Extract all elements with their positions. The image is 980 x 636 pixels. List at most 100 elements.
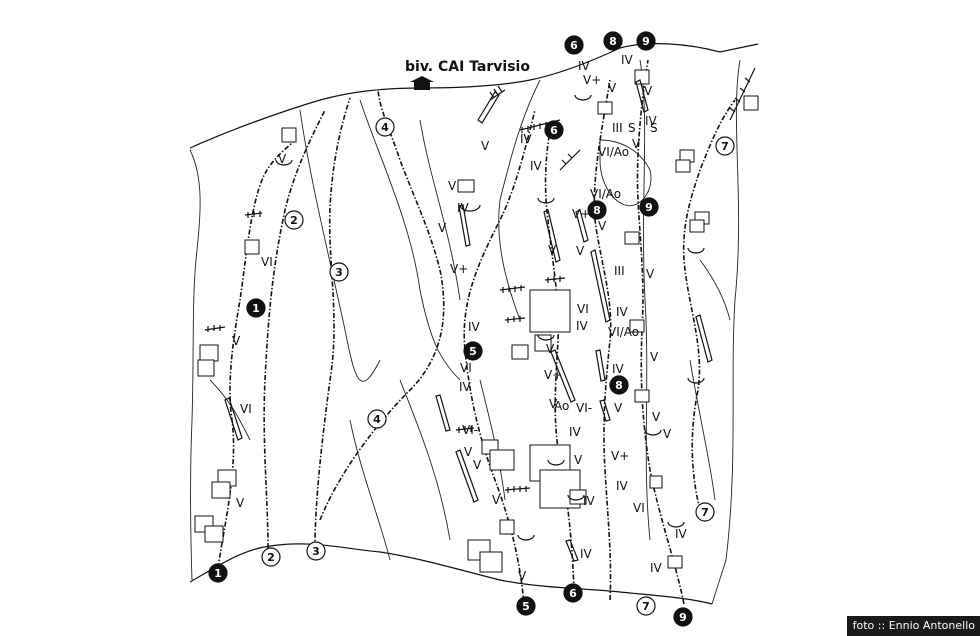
grade-label: VI- [576, 401, 592, 415]
grade-label: VI- [462, 423, 478, 437]
hut-arrow-icon [410, 76, 434, 90]
route-marker-circle [603, 31, 623, 51]
route-marker-circle [636, 596, 656, 616]
grade-label: V [448, 179, 457, 193]
route-marker-number: 9 [679, 611, 687, 624]
route-marker-number: 1 [214, 567, 222, 580]
route-marker-number: 4 [373, 413, 381, 426]
grade-label: IV [675, 527, 688, 541]
grade-label: IV [520, 132, 533, 146]
grade-label: V [644, 84, 653, 98]
route-marker-number: 5 [522, 600, 530, 613]
route-marker-circle [367, 409, 387, 429]
grade-label: IV [645, 114, 658, 128]
grade-label: V [614, 401, 623, 415]
route-8-line [593, 79, 612, 601]
photo-credit: foto :: Ennio Antonello [846, 616, 980, 636]
grade-label: V [546, 342, 555, 356]
route-marker-number: 8 [609, 35, 617, 48]
route-marker-circle [636, 31, 656, 51]
grade-label: Ao [554, 399, 569, 413]
route-marker-number: 5 [469, 345, 477, 358]
grade-label: VI/Ao [590, 187, 621, 201]
route-marker-m1-top: 1 [246, 298, 266, 318]
grade-label: V+ [544, 368, 562, 382]
route-5-line [463, 109, 536, 605]
route-marker-circle [208, 563, 228, 583]
route-marker-number: 4 [381, 121, 389, 134]
route-marker-m7-top: 7 [715, 136, 735, 156]
route-marker-m4-top: 4 [375, 117, 395, 137]
route-4-line [319, 89, 445, 521]
grade-label: IV [616, 479, 629, 493]
grade-label: V [574, 453, 583, 467]
route-marker-number: 6 [569, 587, 577, 600]
grade-label: V [632, 137, 641, 151]
route-marker-number: 1 [252, 302, 260, 315]
grade-label: V [663, 427, 672, 441]
grade-label: V [464, 445, 473, 459]
route-marker-m6-mid: 6 [544, 120, 564, 140]
route-marker-m5-bottom: 5 [516, 596, 536, 616]
grade-label: V [481, 139, 490, 153]
grade-label: IV [457, 201, 470, 215]
route-1-line [217, 139, 296, 569]
grade-label: V+ [450, 262, 468, 276]
route-marker-circle [673, 607, 693, 627]
route-9-line [636, 59, 685, 605]
route-3-line [314, 97, 351, 549]
route-marker-circle [463, 341, 483, 361]
route-marker-number: 6 [550, 124, 558, 137]
route-marker-m3-bottom: 3 [306, 541, 326, 561]
route-marker-circle [564, 35, 584, 55]
route-marker-circle [587, 200, 607, 220]
grade-label: V [598, 219, 607, 233]
route-marker-m9-bottom: 9 [673, 607, 693, 627]
route-marker-circle [375, 117, 395, 137]
grade-label: IV [530, 159, 543, 173]
route-marker-number: 9 [642, 35, 650, 48]
grade-label: IV [650, 561, 663, 575]
route-marker-circle [695, 502, 715, 522]
route-2-line [263, 109, 326, 549]
route-marker-circle [639, 197, 659, 217]
grade-label: IV [612, 362, 625, 376]
grade-label: V [518, 569, 527, 583]
grade-label: VI [240, 402, 252, 416]
grade-label: III [614, 264, 625, 278]
route-marker-m3-top: 3 [329, 262, 349, 282]
route-marker-circle [306, 541, 326, 561]
wall-outline [189, 43, 759, 605]
belay-stations [194, 69, 759, 573]
grade-label: V [549, 397, 558, 411]
grade-label: S [650, 121, 658, 135]
grade-label: V+ [583, 73, 601, 87]
route-marker-m8-top: 8 [603, 31, 623, 51]
grade-label: III [612, 121, 623, 135]
grade-label: IV [578, 59, 591, 73]
route-marker-number: 7 [642, 600, 650, 613]
route-marker-m9-mid: 9 [639, 197, 659, 217]
grade-label: V+ [572, 207, 590, 221]
route-7-line [682, 99, 736, 511]
grade-label: VI/Ao [608, 325, 639, 339]
grade-label: V [650, 350, 659, 364]
route-marker-number: 9 [645, 201, 653, 214]
route-marker-circle [544, 120, 564, 140]
routes [217, 59, 736, 605]
route-marker-m6-top: 6 [564, 35, 584, 55]
grade-label: IV [621, 53, 634, 67]
route-marker-number: 3 [335, 266, 343, 279]
grade-label: V [473, 458, 482, 472]
route-marker-number: 7 [721, 140, 729, 153]
route-marker-circle [563, 583, 583, 603]
belay-arc-symbols [275, 94, 705, 541]
grade-label: V [236, 496, 245, 510]
route-marker-m4-mid: 4 [367, 409, 387, 429]
hut-label: biv. CAI Tarvisio [405, 59, 530, 75]
grade-label: IV [580, 547, 593, 561]
grade-label: V [576, 244, 585, 258]
